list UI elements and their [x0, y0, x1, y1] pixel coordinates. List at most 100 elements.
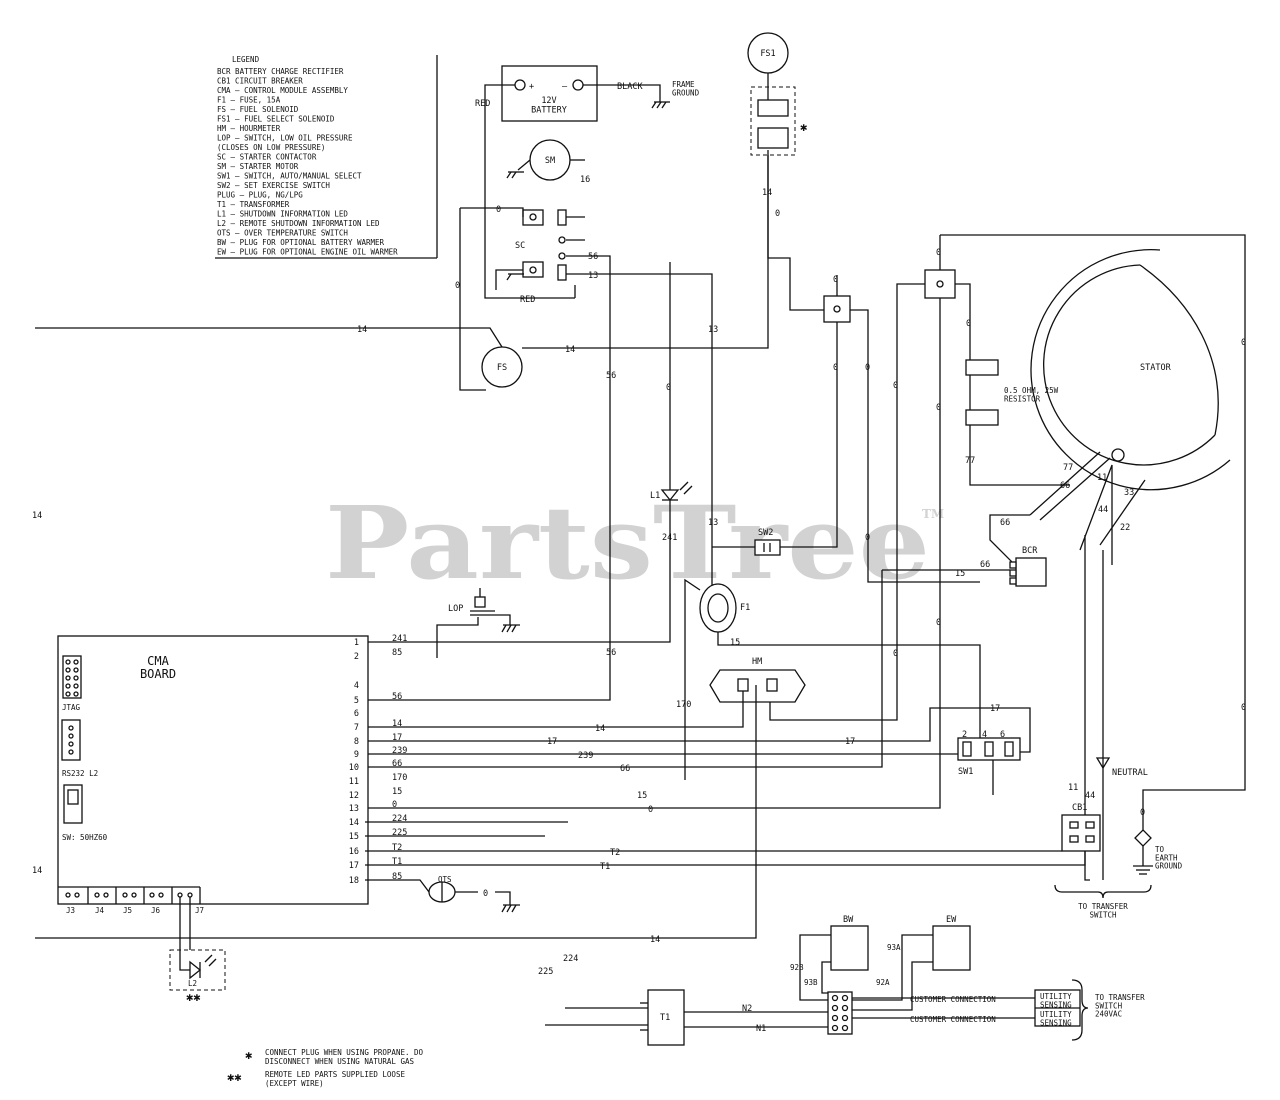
legend-item: FS1 – FUEL SELECT SOLENOID	[217, 115, 335, 124]
auto-manual-switch: 2 4 6 SW1	[957, 730, 1021, 777]
t1-label: T1	[660, 1013, 670, 1023]
cma-pin-wire-label: 0	[392, 800, 397, 810]
cma-pin-number: 13	[349, 804, 359, 814]
wire-label-0: 0	[893, 649, 898, 659]
legend-item: SM – STARTER MOTOR	[217, 162, 299, 171]
cma-pin-number: 12	[349, 791, 359, 801]
cma-pin-wire-label: 85	[392, 872, 402, 882]
wire-label-66: 66	[980, 560, 990, 570]
cb1-label: CB1	[1072, 803, 1087, 813]
legend-item: PLUG – PLUG, NG/LPG	[217, 191, 303, 200]
wire-label-N1: N1	[756, 1024, 766, 1034]
sm-label: SM	[545, 156, 555, 166]
legend-item: OTS – OVER TEMPERATURE SWITCH	[217, 229, 348, 238]
legend: LEGEND BCR BATTERY CHARGE RECTIFIER CB1 …	[215, 55, 438, 259]
legend-item: L1 – SHUTDOWN INFORMATION LED	[217, 210, 348, 219]
note-mark: ✱✱	[227, 1070, 241, 1084]
wire-label-92A: 92A	[876, 978, 890, 987]
sw1-pin: 2	[962, 730, 967, 740]
cma-pin-wire-label: 225	[392, 828, 407, 838]
cma-pin-number: 2	[354, 652, 359, 662]
wire-label-T2: T2	[610, 848, 620, 858]
wire-label-0: 0	[936, 618, 941, 628]
wire-label-224: 224	[563, 954, 578, 964]
cma-pin-wire-label: 56	[392, 692, 402, 702]
legend-item: CB1 CIRCUIT BREAKER	[217, 77, 303, 86]
wire-label-13: 13	[708, 518, 718, 528]
cma-pin-wire-label: 239	[392, 746, 407, 756]
sw2-label: SW2	[758, 528, 773, 538]
cma-pin-number: 6	[354, 709, 359, 719]
note-text: (EXCEPT WIRE)	[265, 1079, 324, 1088]
legend-item: BW – PLUG FOR OPTIONAL BATTERY WARMER	[217, 238, 385, 247]
cma-pin-number: 4	[354, 681, 359, 691]
wire-label-44: 44	[1098, 505, 1108, 515]
fs-label: FS	[497, 363, 507, 373]
wire-label-15: 15	[637, 791, 647, 801]
wire-label-0: 0	[865, 533, 870, 543]
fuse-f1: F1	[699, 583, 750, 633]
circuit-breaker: CB1	[1061, 803, 1101, 852]
cma-pin-number: 16	[349, 847, 359, 857]
cma-pin-number: 5	[354, 696, 359, 706]
over-temperature-switch: OTS	[428, 875, 456, 903]
transformer: T1	[640, 989, 685, 1046]
cma-pin-number: 10	[349, 763, 359, 773]
wire-label-14: 14	[762, 188, 772, 198]
wire-label-red: RED	[475, 99, 490, 109]
note-text: REMOTE LED PARTS SUPPLIED LOOSE	[265, 1070, 405, 1079]
wire-label-33: 33	[1124, 488, 1134, 498]
hourmeter: HM	[709, 657, 806, 703]
jack-label: J3	[66, 906, 75, 915]
freq-switch-label: SW: 50HZ60	[62, 833, 108, 842]
wire-label-0: 0	[666, 383, 671, 393]
sw1-pin: 4	[982, 730, 987, 740]
wire-label-N2: N2	[742, 1004, 752, 1014]
wire-label-0: 0	[483, 889, 488, 899]
wire-label-22: 22	[1120, 523, 1130, 533]
wire-label-14: 14	[595, 724, 605, 734]
propane-note-mark: ✱	[800, 120, 807, 134]
wire-label-93B: 93B	[804, 978, 818, 987]
set-exercise-switch: SW2	[754, 528, 781, 556]
wire-label-13: 13	[588, 271, 598, 281]
cma-pin-number: 17	[349, 861, 359, 871]
legend-item: SW2 – SET EXERCISE SWITCH	[217, 181, 330, 190]
wire-label-241: 241	[662, 533, 677, 543]
legend-item: HM – HOURMETER	[217, 124, 281, 133]
cma-pin-number: 7	[354, 723, 359, 733]
engine-warmer-plug: EW	[932, 915, 971, 971]
sw1-label: SW1	[958, 767, 973, 777]
watermark-tm: TM	[922, 507, 944, 521]
wire-label-0: 0	[496, 205, 501, 215]
cma-pin-number: 18	[349, 876, 359, 886]
terminal-block	[827, 991, 853, 1035]
wire-label-17: 17	[990, 704, 1000, 714]
wire-label-66: 66	[1060, 481, 1070, 491]
stator: STATOR	[1030, 249, 1231, 491]
wire-label-225: 225	[538, 967, 553, 977]
cma-pin-wire-label: 224	[392, 814, 407, 824]
wire-label-black: BLACK	[617, 82, 643, 92]
note-text: CONNECT PLUG WHEN USING PROPANE. DO	[265, 1048, 424, 1057]
legend-title: LEGEND	[232, 55, 260, 64]
wire-label-13: 13	[708, 325, 718, 335]
jack-label: J5	[123, 906, 132, 915]
wire-label-14: 14	[650, 935, 660, 945]
low-oil-pressure-switch: LOP	[448, 588, 495, 616]
cma-pin-wire-label: 15	[392, 787, 402, 797]
rs232-label: RS232 L2	[62, 769, 98, 778]
wire-label-44: 44	[1085, 791, 1095, 801]
wire-label-red: RED	[520, 295, 535, 305]
